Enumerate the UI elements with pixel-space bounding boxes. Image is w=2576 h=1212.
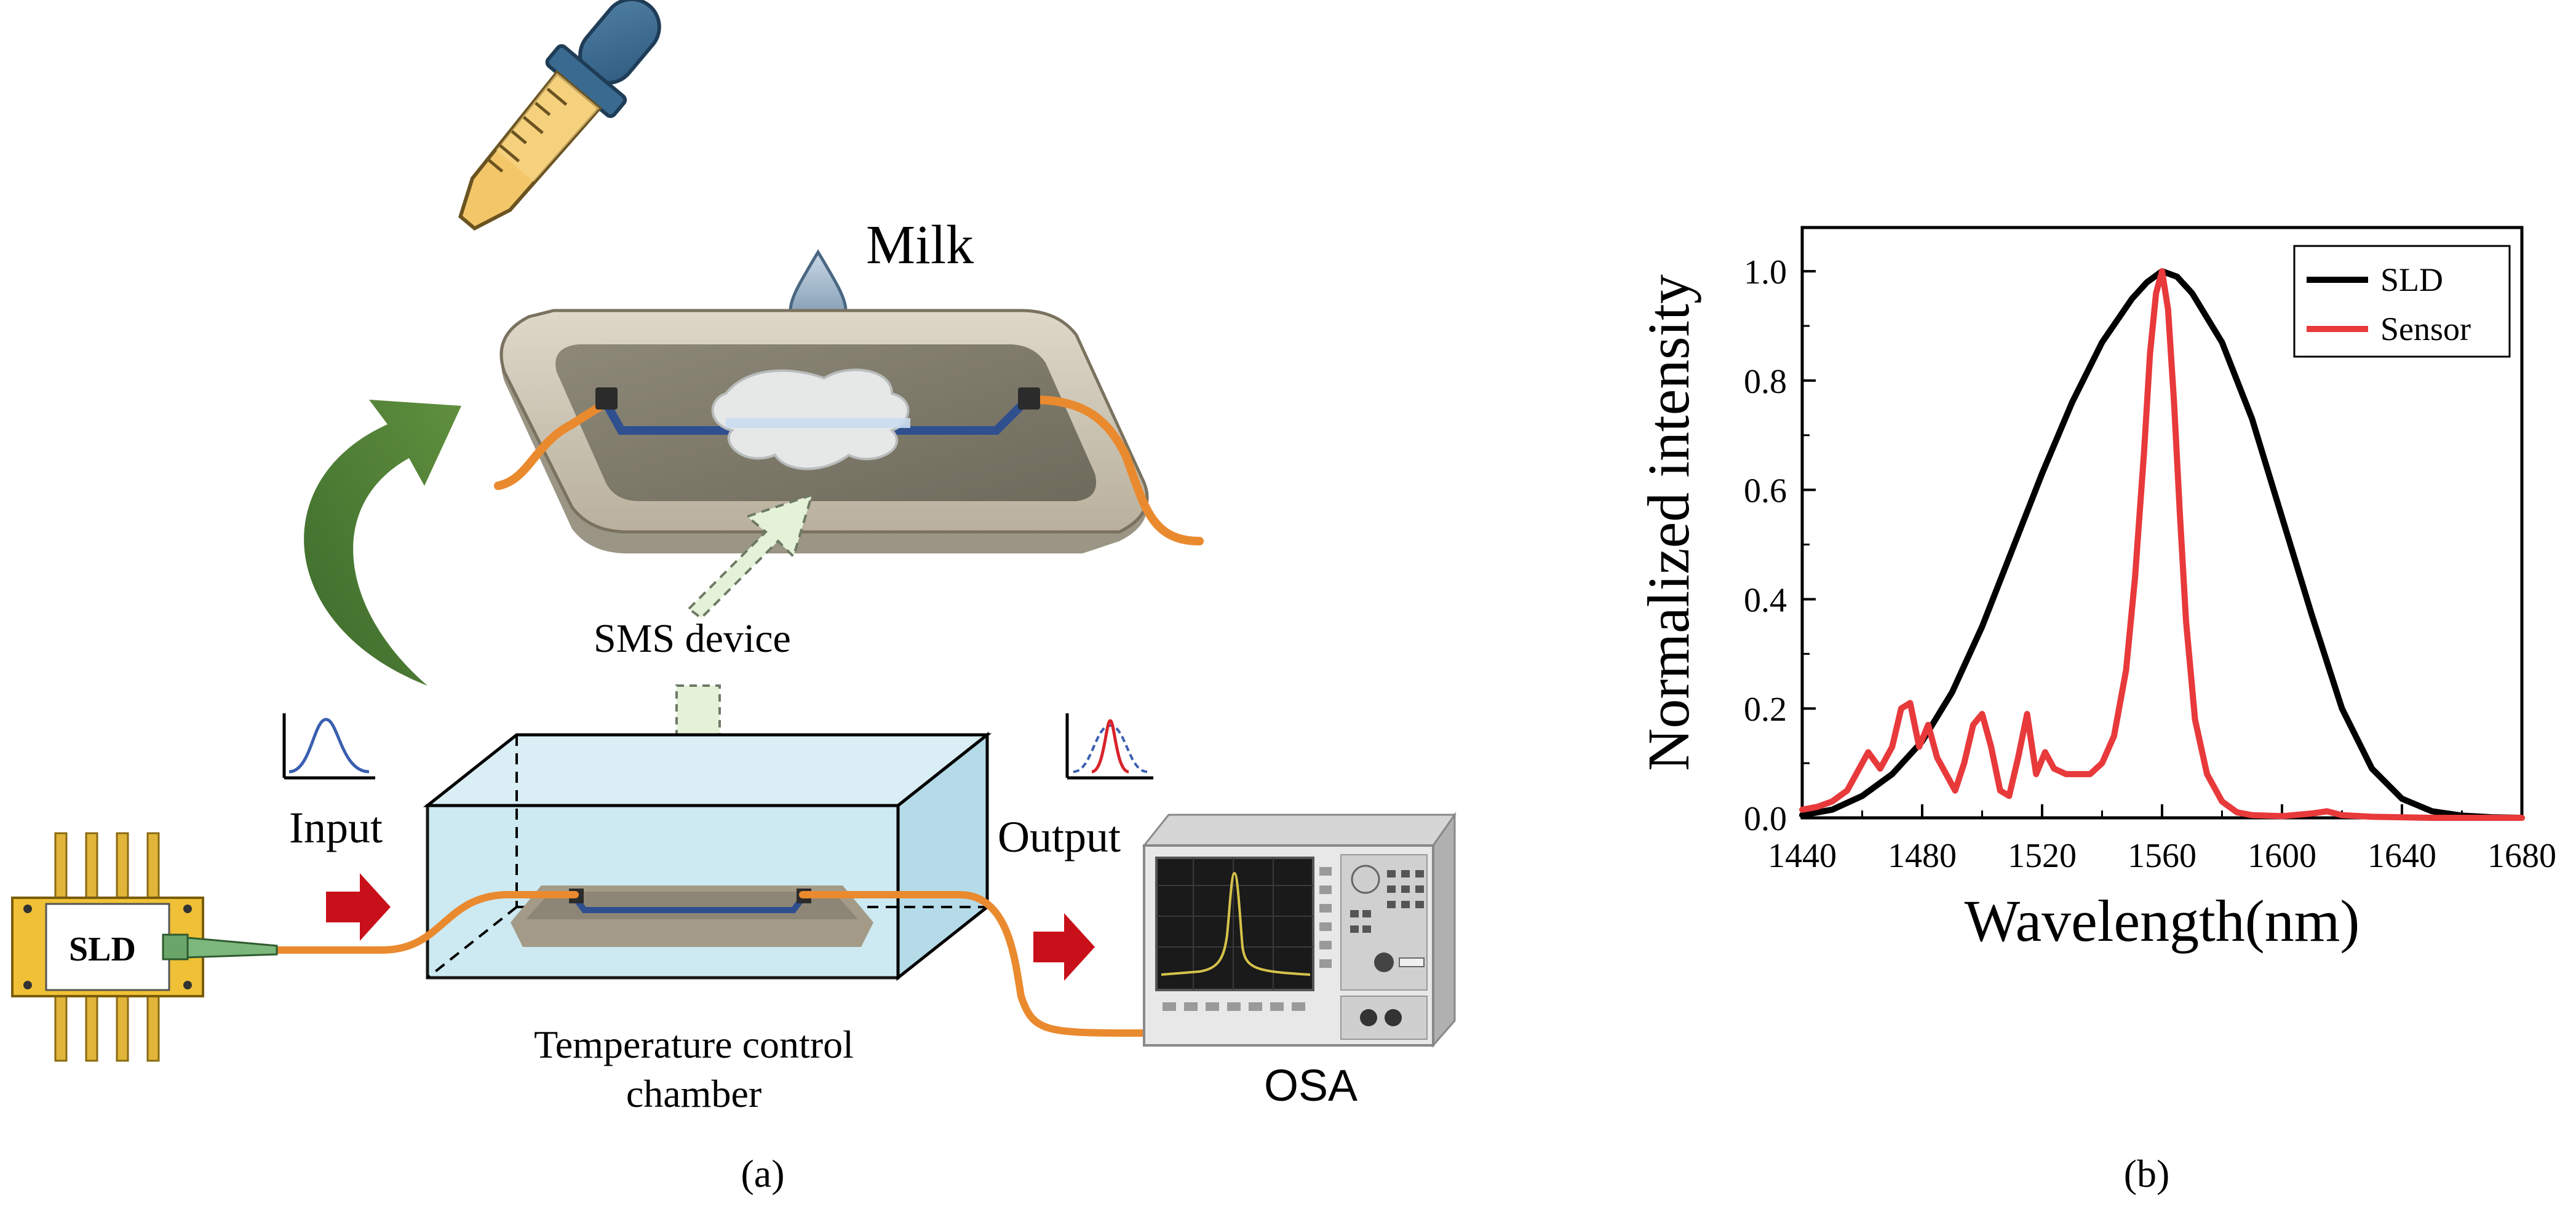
panel-b: 1440 1480 1520 1560 1600 1640 1680 0.0 0.2 0.4 0.6… <box>1636 226 2556 1195</box>
series-line-sensor <box>1799 268 2525 821</box>
x-tick-label: 1680 <box>2487 837 2556 875</box>
input-arrow-icon <box>326 873 391 941</box>
legend-label: SLD <box>2380 261 2443 298</box>
input-label: Input <box>289 803 383 852</box>
x-tick-label: 1480 <box>1888 837 1957 875</box>
milk-label: Milk <box>866 215 974 275</box>
curved-arrow-icon <box>304 400 461 686</box>
y-tick-label: 1.0 <box>1744 253 1787 291</box>
output-label: Output <box>998 812 1121 861</box>
x-axis-label: Wavelength(nm) <box>1965 888 2360 954</box>
x-tick-label: 1440 <box>1768 837 1837 875</box>
y-tick-label: 0.4 <box>1744 581 1787 619</box>
sld-chip-icon <box>11 832 278 1062</box>
sms-tray <box>494 309 1204 553</box>
chamber-label-line2: chamber <box>626 1072 761 1115</box>
panel-a-caption: (a) <box>741 1152 784 1195</box>
pointer-arrow-icon <box>686 493 814 620</box>
fiber-line-out <box>799 891 1148 1037</box>
input-spectrum-icon <box>282 713 375 780</box>
legend-box <box>2293 245 2511 358</box>
sms-device-label: SMS device <box>594 616 791 661</box>
y-axis-label: Normalized intensity <box>1636 274 1701 771</box>
y-tick-label: 0.8 <box>1744 363 1787 401</box>
y-tick-label: 0.6 <box>1744 472 1787 510</box>
x-tick-label: 1560 <box>2128 837 2196 875</box>
panel-b-caption: (b) <box>2124 1152 2170 1195</box>
x-tick-label: 1520 <box>2008 837 2077 875</box>
sld-label: SLD <box>69 930 136 968</box>
output-spectrum-icon <box>1065 713 1153 780</box>
osa-instrument-icon <box>1142 812 1457 1048</box>
output-arrow-icon <box>1033 913 1095 981</box>
panel-a: Milk SMS device <box>11 0 1457 1195</box>
spectrum-chart: 1440 1480 1520 1560 1600 1640 1680 0.0 0.2 0.4 0.6… <box>1636 226 2556 954</box>
x-tick-label: 1640 <box>2367 837 2436 875</box>
y-tick-label: 0.0 <box>1744 800 1787 838</box>
chamber-label-line1: Temperature control <box>534 1023 854 1066</box>
x-tick-label: 1600 <box>2248 837 2316 875</box>
fiber-line <box>273 891 579 954</box>
temperature-chamber <box>423 731 992 981</box>
osa-label: OSA <box>1264 1061 1358 1111</box>
y-tick-label: 0.2 <box>1744 691 1787 729</box>
legend-label: Sensor <box>2380 311 2471 347</box>
pipette-icon <box>458 0 661 231</box>
